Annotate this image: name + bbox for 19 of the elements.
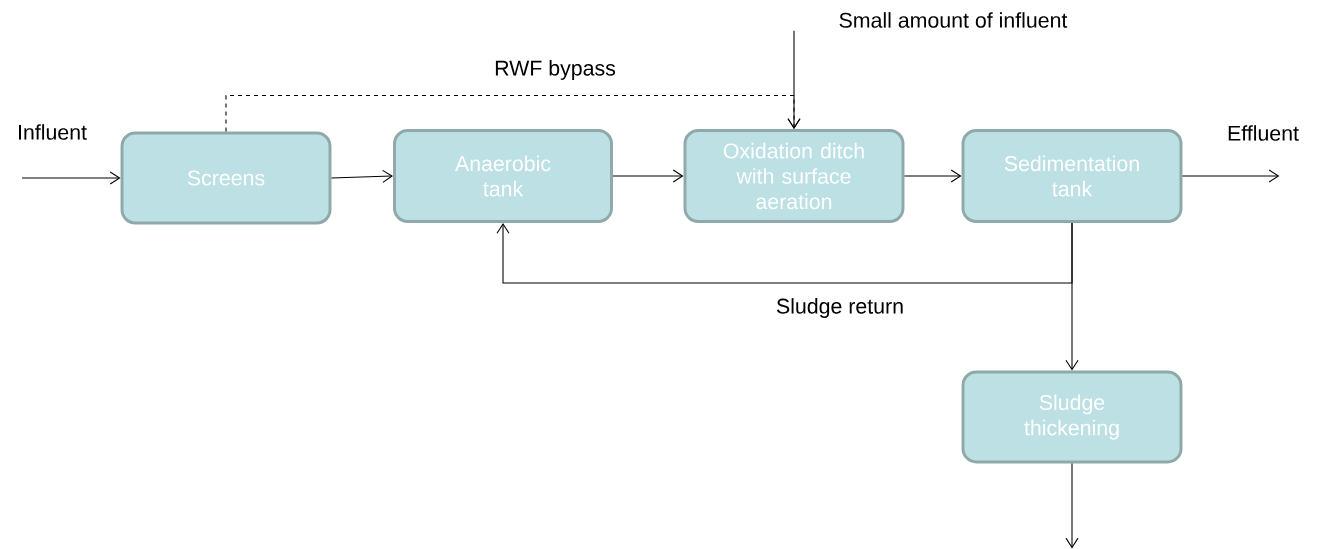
arrow — [330, 169, 394, 183]
process-box: Sludge thickening — [961, 370, 1183, 464]
process-box: Screens — [120, 131, 332, 225]
edge-label: Influent — [15, 122, 89, 142]
process-box: Anaerobic tank — [393, 129, 613, 223]
arrow — [1065, 222, 1079, 371]
edge-label: Effluent — [1225, 123, 1301, 143]
arrow — [612, 169, 684, 183]
arrow — [1181, 169, 1280, 183]
source-label: Small amount of influent — [839, 12, 1068, 28]
arrow — [903, 169, 962, 183]
arrow — [225, 95, 801, 133]
process-box: Sedimentation tank — [961, 129, 1183, 223]
process-box: Oxidation ditch with surface aeration — [683, 129, 905, 223]
arrow — [21, 171, 121, 185]
edge-label: RWF bypass — [492, 58, 618, 82]
arrow — [1065, 462, 1079, 549]
edge-label: Sludge return — [774, 296, 906, 320]
arrow — [496, 222, 1073, 284]
